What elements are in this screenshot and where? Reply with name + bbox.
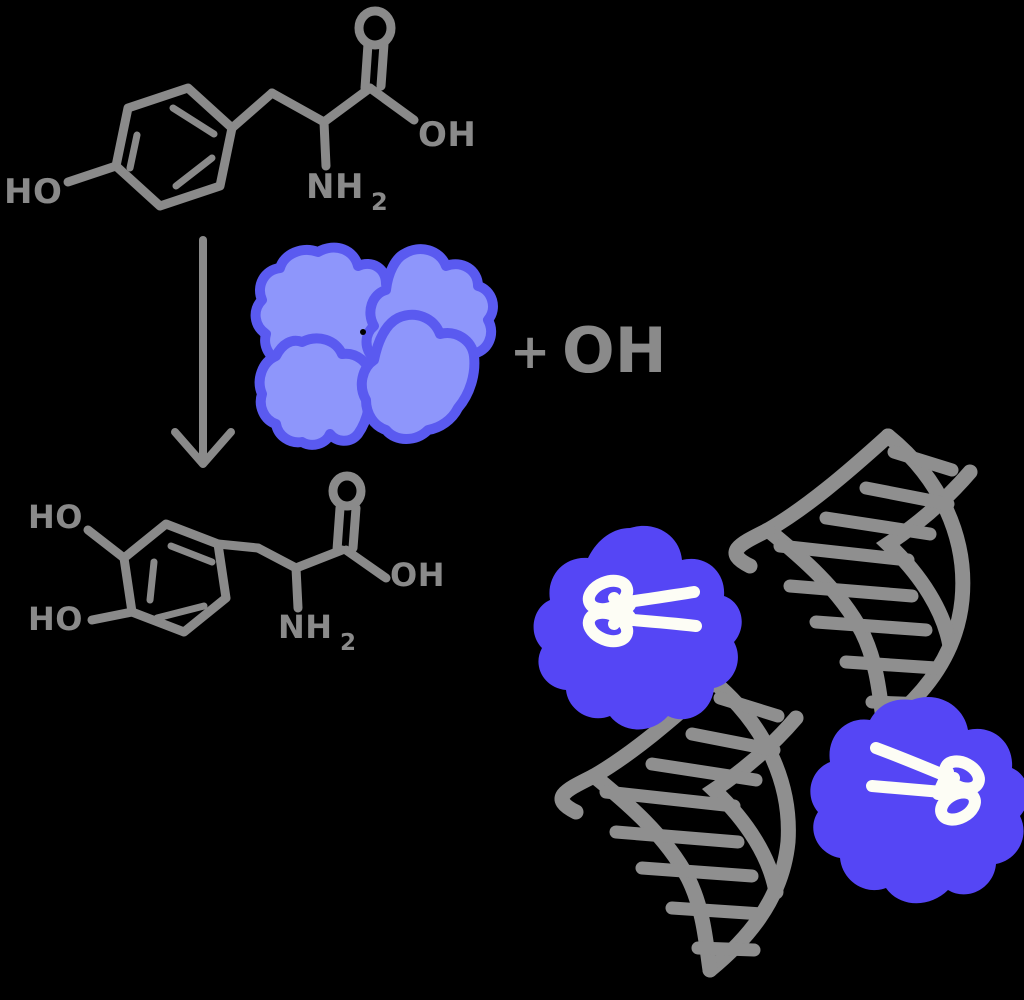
ldopa-labels: HO HO OH NH 2 bbox=[28, 498, 445, 656]
restriction-enzyme-left bbox=[533, 525, 742, 730]
ldopa-ho-upper-label: HO bbox=[28, 498, 83, 536]
ldopa-bonds bbox=[83, 471, 391, 637]
tyrosine-phenol-ho-label: HO bbox=[4, 172, 62, 212]
ldopa-amine-subscript: 2 bbox=[340, 630, 357, 656]
cofactor-oh-label: OH bbox=[562, 314, 667, 387]
scissors-icon bbox=[582, 574, 702, 648]
enzyme-subunit-3 bbox=[254, 333, 376, 450]
restriction-enzyme-right bbox=[810, 696, 1024, 904]
enzyme-blob-right bbox=[810, 696, 1024, 904]
dna-base-rungs-2 bbox=[599, 691, 785, 957]
scissors-icon bbox=[866, 742, 985, 826]
ldopa-amine-label: NH bbox=[278, 608, 333, 646]
cofactor-plus-sign: + bbox=[510, 324, 550, 380]
tyrosine-carboxyl-oh-label: OH bbox=[418, 115, 476, 155]
tyrosine-bonds bbox=[63, 6, 419, 211]
enzyme-subunit-4 bbox=[356, 309, 480, 444]
arrow-head bbox=[171, 428, 235, 468]
ldopa-carboxyl-oh-label: OH bbox=[390, 556, 445, 594]
tyrosine-amine-subscript: 2 bbox=[371, 188, 388, 216]
ldopa-ho-lower-label: HO bbox=[28, 600, 83, 638]
dna-fragment-lower-left bbox=[554, 674, 804, 978]
enzyme-blob-left bbox=[533, 525, 742, 730]
tyrosine-amine-label: NH bbox=[306, 167, 364, 207]
tyrosine-labels: HO OH NH 2 bbox=[4, 115, 476, 216]
enzyme-center-pore bbox=[360, 329, 366, 335]
